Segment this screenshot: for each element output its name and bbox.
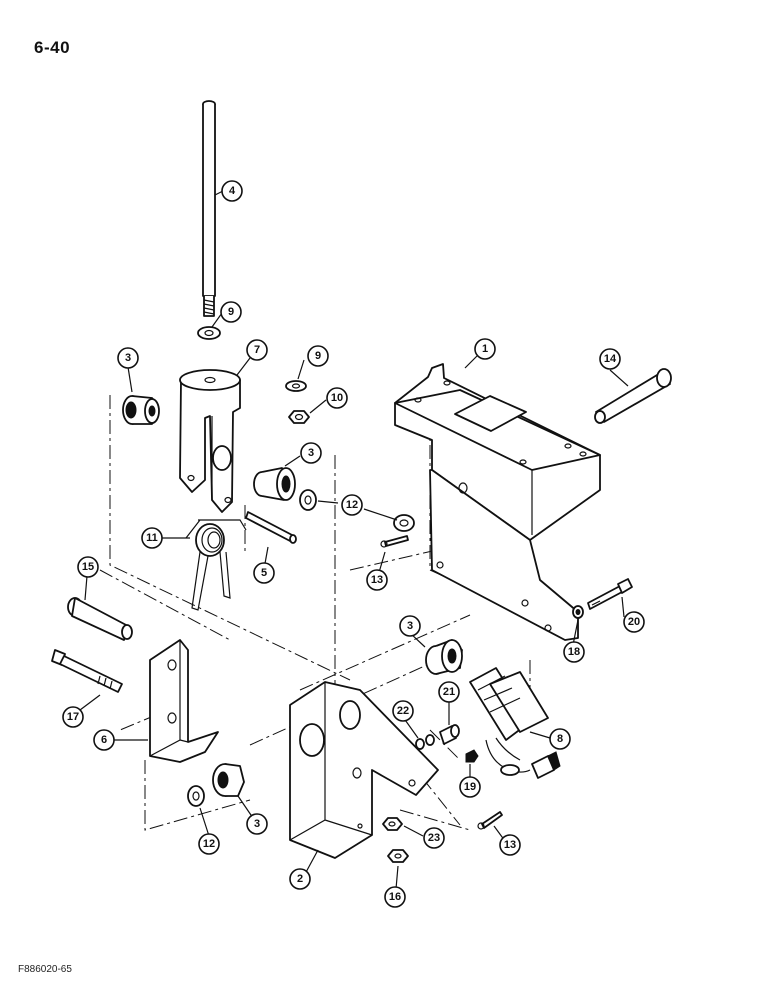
callout-8: 8 [549,728,571,750]
callout-15: 15 [77,556,99,578]
spacer-21 [439,724,460,745]
svg-text:22: 22 [397,705,409,717]
svg-text:13: 13 [371,574,383,586]
callout-9: 9 [220,301,242,323]
svg-text:6: 6 [101,734,107,746]
clevis-pin-14 [594,368,672,424]
svg-text:15: 15 [82,561,94,573]
callout-5: 5 [253,562,275,584]
svg-text:14: 14 [604,353,617,365]
figure-code: F886020-65 [18,964,72,975]
mounting-bracket [394,363,601,641]
clevis-bracket [179,369,241,513]
callout-bubbles: 1 2 3 3 3 3 4 5 6 7 8 9 9 10 11 12 12 12… [62,180,645,908]
nut-19 [465,749,479,763]
svg-text:12: 12 [203,838,215,850]
callout-6: 6 [93,729,115,751]
callout-18: 18 [563,641,585,663]
washer-upper [197,326,221,340]
callout-3: 3 [246,813,268,835]
svg-text:13: 13 [504,839,516,851]
pin [245,511,297,544]
svg-text:3: 3 [407,620,413,632]
callout-12: 12 [198,833,220,855]
washers-22 [415,734,435,750]
bushing-upper-left [122,395,160,425]
bushing-lower [212,763,245,797]
bolt-17 [51,649,123,693]
svg-text:16: 16 [389,891,401,903]
control-rod [202,100,216,317]
callout-3: 3 [399,615,421,637]
svg-text:1: 1 [482,343,488,355]
nut-23 [382,817,403,831]
svg-text:9: 9 [228,306,234,318]
callout-14: 14 [599,348,621,370]
cotter-pin-upper [380,535,409,548]
callout-17: 17 [62,706,84,728]
svg-text:23: 23 [428,832,440,844]
svg-text:4: 4 [229,185,236,197]
callout-2: 2 [289,868,311,890]
torsion-spring [185,519,247,611]
callout-19: 19 [459,776,481,798]
svg-text:12: 12 [346,499,358,511]
callout-21: 21 [438,681,460,703]
callout-16: 16 [384,886,406,908]
svg-text:21: 21 [443,686,455,698]
washer-right [285,380,307,392]
callout-23: 23 [423,827,445,849]
svg-text:11: 11 [146,532,158,544]
cotter-pin-lower [477,811,503,830]
page-number: 6-40 [34,38,71,57]
bolt-20 [587,578,633,610]
svg-text:2: 2 [297,873,303,885]
svg-text:5: 5 [261,567,267,579]
callout-13: 13 [366,569,388,591]
washer-12-c [187,785,205,807]
angle-bracket [149,639,219,763]
svg-text:7: 7 [254,344,260,356]
callout-1: 1 [474,338,496,360]
clevis-pin-15 [67,597,133,641]
svg-text:18: 18 [568,646,580,658]
callout-20: 20 [623,611,645,633]
callout-13: 13 [499,834,521,856]
svg-text:10: 10 [331,392,343,404]
washer-18 [572,605,584,619]
nut-16 [387,849,409,863]
callout-12: 12 [341,494,363,516]
washer-12-a [299,489,317,511]
washer-12-b [393,514,415,532]
callout-9: 9 [307,345,329,367]
callout-4: 4 [221,180,243,202]
svg-text:20: 20 [628,616,640,628]
svg-text:19: 19 [464,781,476,793]
callout-22: 22 [392,700,414,722]
svg-text:17: 17 [67,711,79,723]
nut [288,410,310,424]
svg-text:3: 3 [308,447,314,459]
bushing-right [425,639,463,675]
callout-10: 10 [326,387,348,409]
callout-7: 7 [246,339,268,361]
bushing-center [253,467,296,501]
switch-assembly [469,667,561,779]
callout-3: 3 [300,442,322,464]
callout-3: 3 [117,347,139,369]
callout-11: 11 [141,527,163,549]
svg-text:3: 3 [125,352,131,364]
svg-text:9: 9 [315,350,321,362]
bell-crank-bracket [289,681,439,859]
svg-text:8: 8 [557,733,563,745]
svg-text:3: 3 [254,818,260,830]
